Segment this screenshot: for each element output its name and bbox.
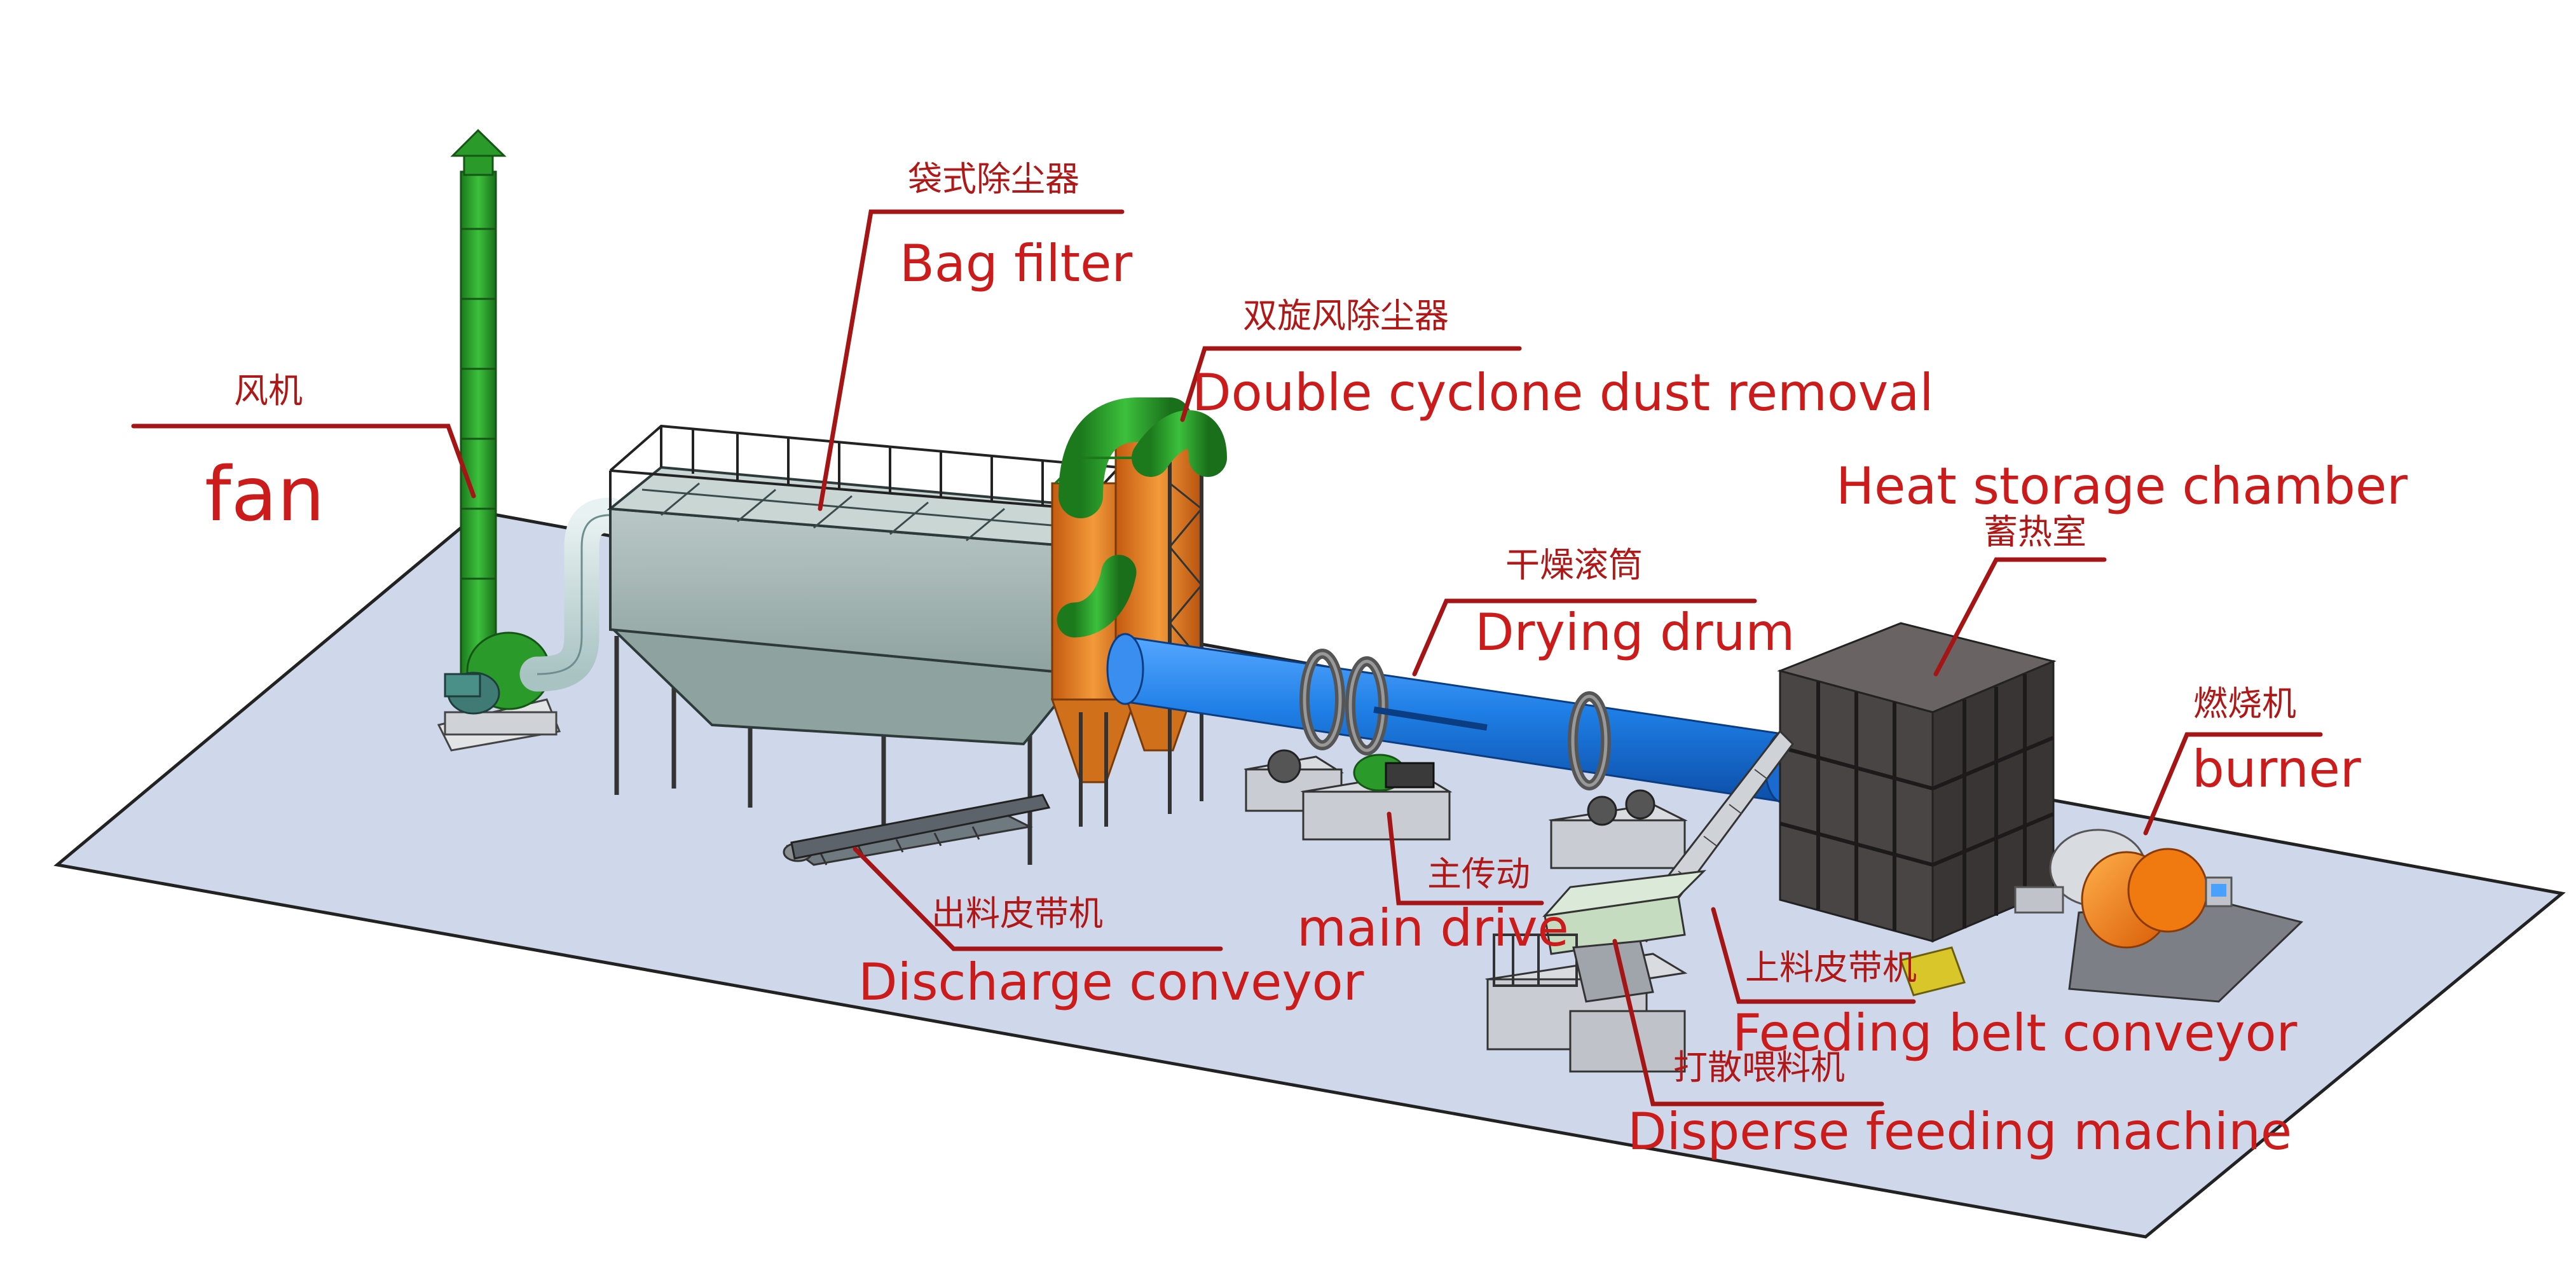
leader-fan bbox=[131, 424, 476, 499]
heat-storage-label-zh: 蓄热室 bbox=[1983, 512, 2086, 552]
heat-storage-label-en: Heat storage chamber bbox=[1836, 457, 2408, 516]
leader-disperse-feeder bbox=[1612, 939, 1884, 1106]
feeding-belt-label-zh: 上料皮带机 bbox=[1745, 948, 1917, 988]
leader-discharge-conveyor bbox=[853, 846, 1223, 951]
leader-bag-filter bbox=[818, 209, 1125, 511]
bag-filter-unit bbox=[606, 424, 1122, 866]
disperse-feeder-label-zh: 打散喂料机 bbox=[1673, 1047, 1845, 1087]
leader-double-cyclone bbox=[1180, 346, 1522, 422]
fan-label-en: fan bbox=[205, 450, 325, 538]
leader-drying-drum bbox=[1412, 598, 1757, 677]
discharge-conveyor-label-zh: 出料皮带机 bbox=[931, 893, 1103, 934]
leader-heat-storage bbox=[1933, 557, 2107, 677]
drying-drum-label-en: Drying drum bbox=[1475, 603, 1795, 662]
burner-label-zh: 燃烧机 bbox=[2193, 684, 2296, 724]
feeding-belt-label-en: Feeding belt conveyor bbox=[1732, 1003, 2298, 1063]
discharge-conveyor-label-en: Discharge conveyor bbox=[858, 953, 1364, 1012]
double-cyclone-label-zh: 双旋风除尘器 bbox=[1243, 296, 1449, 336]
heat-storage-chamber-unit bbox=[1777, 622, 2057, 996]
leader-feeding-belt bbox=[1711, 907, 1916, 1004]
disperse-feeder-label-en: Disperse feeding machine bbox=[1627, 1102, 2292, 1161]
bag-filter-label-en: Bag filter bbox=[900, 234, 1133, 293]
double-cyclone-label-en: Double cyclone dust removal bbox=[1192, 363, 1934, 422]
drying-drum-label-zh: 干燥滚筒 bbox=[1505, 545, 1643, 585]
leader-burner bbox=[2143, 732, 2323, 836]
drying-drum-unit bbox=[1106, 633, 1802, 869]
bag-filter-label-zh: 袋式除尘器 bbox=[908, 159, 1079, 199]
disperse-feeding-machine-unit bbox=[1484, 869, 1707, 1073]
main-drive-label-en: main drive bbox=[1297, 899, 1569, 958]
fan-label-zh: 风机 bbox=[234, 371, 303, 411]
burner-label-en: burner bbox=[2192, 740, 2361, 799]
leader-main-drive bbox=[1387, 811, 1544, 906]
fan-unit bbox=[437, 128, 561, 752]
main-drive-label-zh: 主传动 bbox=[1427, 854, 1530, 894]
burner-unit bbox=[2014, 829, 2233, 949]
discharge-conveyor-unit bbox=[790, 794, 1051, 860]
leader-lines bbox=[131, 209, 2323, 1106]
